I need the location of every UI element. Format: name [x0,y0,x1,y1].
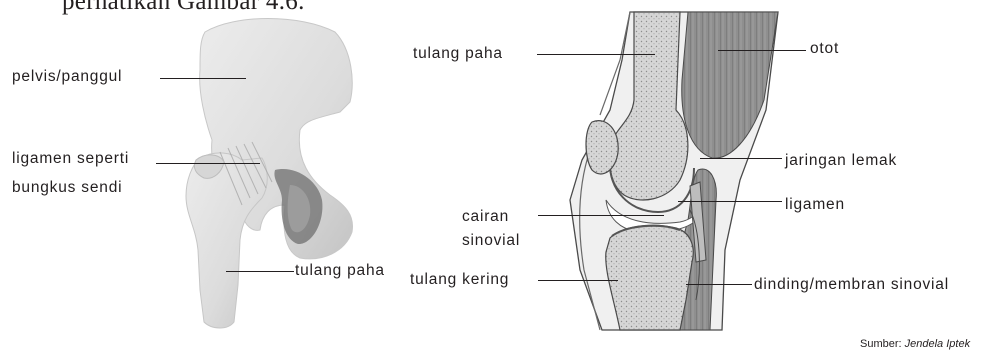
patella [586,121,618,174]
leader-line-tibia [538,280,618,281]
leader-line-ligament-knee [678,201,782,202]
label-synovial-membrane: dinding/membran sinovial [754,276,949,294]
leader-line-pelvis [160,78,246,79]
hip-joint-illustration [0,0,400,352]
leader-line-hip-femur [226,271,294,272]
label-synovial-fluid-line1: cairan [462,208,509,226]
leader-line-fluid [538,215,664,216]
label-knee-femur: tulang paha [413,45,503,63]
leader-line-ligament [156,163,260,164]
label-tibia: tulang kering [410,271,509,289]
label-hip-femur: tulang paha [295,262,385,280]
label-fat-tissue: jaringan lemak [785,152,897,170]
label-ligament: ligamen [785,196,845,214]
label-synovial-fluid-line2: sinovial [462,232,520,250]
label-pelvis: pelvis/panggul [12,68,122,86]
source-credit: Sumber: Jendela Iptek [860,338,970,350]
label-ligament-line2: bungkus sendi [12,179,122,197]
label-muscle: otot [810,40,839,58]
leader-line-knee-femur [537,54,655,55]
leader-line-fat [700,158,782,159]
label-ligament-line1: ligamen seperti [12,150,129,168]
femur-bone [186,153,267,328]
muscle-upper [682,12,778,158]
tibia [606,225,693,330]
source-title: Jendela Iptek [905,338,970,350]
knee-joint-illustration [540,0,800,352]
leader-line-muscle [718,50,806,51]
leader-line-membrane [686,284,752,285]
source-prefix: Sumber: [860,338,902,350]
